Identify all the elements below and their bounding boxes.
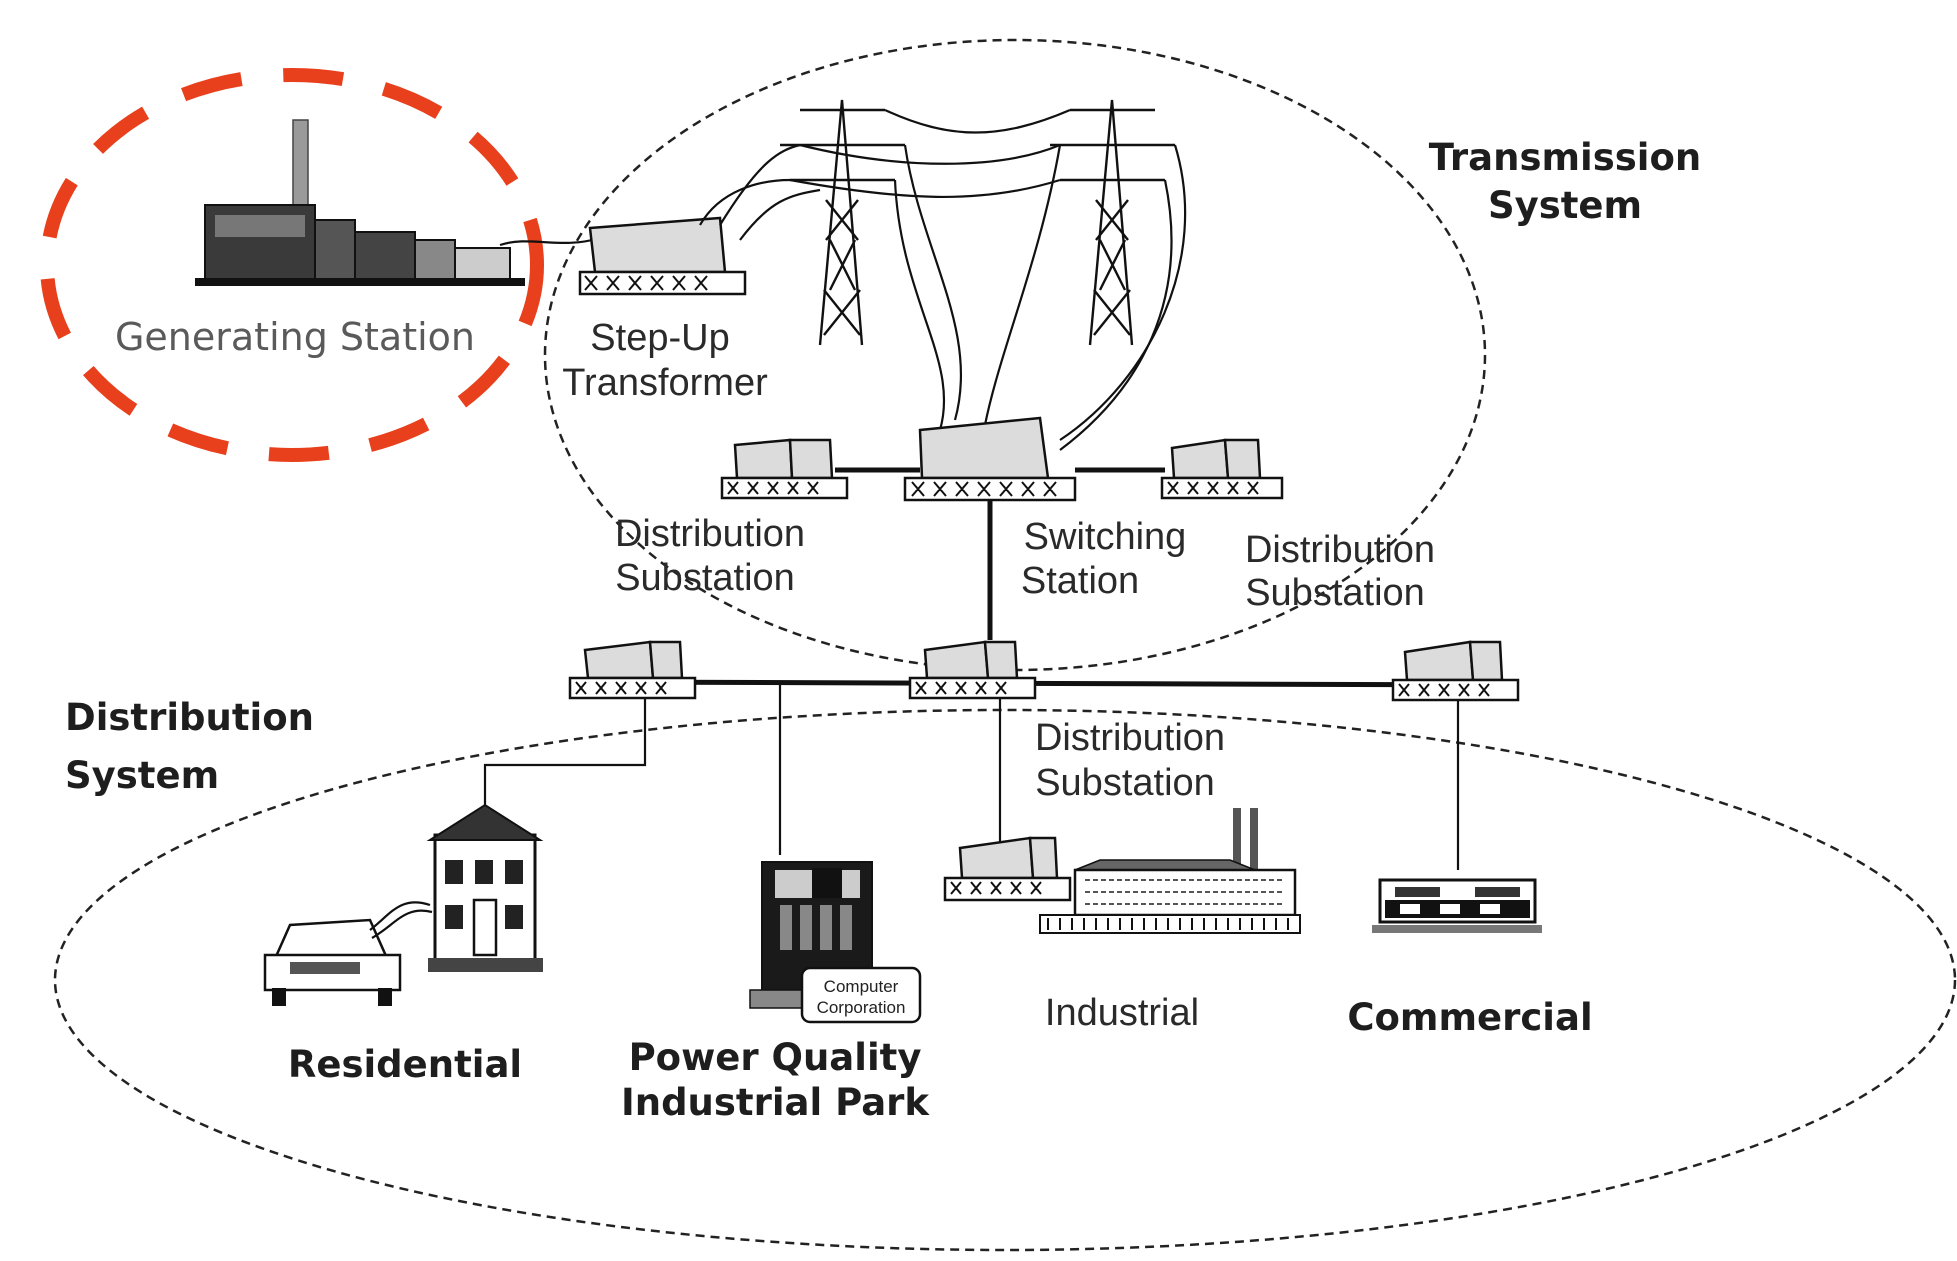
transmission-system-label-line1: Transmission <box>1429 136 1701 179</box>
generating-station-icon <box>195 119 601 286</box>
step-up-label-line2: Transformer <box>562 362 768 404</box>
commercial-building-icon <box>1372 878 1542 933</box>
computer-sign-line1: Computer <box>824 977 899 996</box>
switching-label-line1: Switching <box>1024 516 1187 558</box>
computer-corporation-sign: Computer Corporation <box>800 966 922 1024</box>
distribution-system-label-line1: Distribution <box>65 696 314 739</box>
transmission-tower-right <box>1050 99 1175 346</box>
distribution-substation-bus-left-icon <box>568 640 697 700</box>
transmission-lines <box>699 108 1187 451</box>
industrial-transformer-icon <box>943 836 1072 902</box>
distribution-substation-bus-center-icon <box>908 640 1037 700</box>
computer-sign-line2: Corporation <box>817 998 906 1017</box>
dist-sub-lower-label-line1: Distribution <box>1035 717 1225 759</box>
distribution-substation-bus-right-icon <box>1391 640 1520 702</box>
distribution-system-label-line2: System <box>65 754 219 797</box>
distribution-bus <box>589 679 1516 688</box>
step-up-transformer-icon <box>578 216 747 296</box>
power-quality-label-line1: Power Quality <box>629 1036 922 1079</box>
distribution-substation-right-icon <box>1160 438 1284 500</box>
power-quality-label-line2: Industrial Park <box>621 1081 930 1124</box>
distribution-substation-left-icon <box>720 438 849 500</box>
distribution-system-boundary <box>53 708 1957 1252</box>
transmission-system-label-line2: System <box>1488 184 1642 227</box>
factory-icon <box>1039 808 1301 934</box>
switching-label-line2: Station <box>1021 560 1139 602</box>
generating-station-highlight <box>40 68 544 462</box>
dist-sub-left-label-line1: Distribution <box>615 513 805 555</box>
transmission-tower-left <box>780 99 905 346</box>
load-feeders <box>483 685 1460 870</box>
dist-sub-right-label-line2: Substation <box>1245 572 1425 614</box>
commercial-label: Commercial <box>1347 996 1592 1039</box>
dist-sub-right-label-line1: Distribution <box>1245 529 1435 571</box>
house-icon <box>426 803 544 972</box>
step-up-label-line1: Step-Up <box>590 317 729 359</box>
generating-station-label: Generating Station <box>115 315 475 359</box>
industrial-label: Industrial <box>1045 992 1199 1034</box>
dist-sub-left-label-line2: Substation <box>615 557 795 599</box>
car-icon <box>263 901 433 1006</box>
dist-sub-lower-label-line2: Substation <box>1035 762 1215 804</box>
switching-station-icon <box>903 416 1077 502</box>
residential-label: Residential <box>288 1043 522 1086</box>
